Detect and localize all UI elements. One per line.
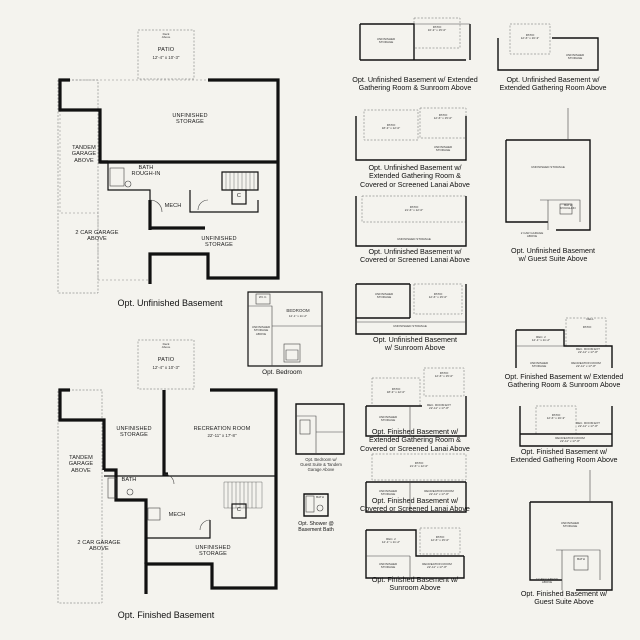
option-caption: Opt. Finished Basement w/ Sunroom Above (371, 575, 459, 593)
option-room-label: PATIO 16'-3" x 15'-0" (427, 25, 447, 33)
option-caption: Opt. Finished Basement w/ Extended Gathe… (510, 447, 618, 465)
option-caption: Opt. Finished Basement w/ Extended Gathe… (360, 427, 470, 453)
option-room-label: CELL (586, 317, 594, 321)
bedroom-storage-label: UNFINISHED STORAGE ABOVE (251, 325, 271, 336)
tandem-garage-outline (57, 79, 99, 294)
bedroom-label: BEDROOM (286, 308, 310, 313)
wic-label: W.I.C. (258, 295, 268, 299)
option-room-label: REC. 2 12'-1" x 11'-2" (531, 335, 551, 343)
bath-fixtures (109, 167, 125, 187)
option-room-label: PATIO 21'-6" x 12'-0" (404, 205, 424, 213)
option-room-label: UNFINISHED STORAGE (376, 37, 396, 45)
option-caption: Opt. Unfinished Basement w/ Guest Suite … (511, 246, 595, 264)
option-room-label: PATIO 12'-6" x 15'-0" (430, 535, 450, 543)
option-room-label: UNFINISHED STORAGE (378, 415, 398, 423)
option-room-label: RECREATION ROOM 22'-11" x 17'-8" (424, 489, 454, 497)
garage-label: 2 CAR GARAGE ABOVE (77, 540, 121, 553)
bath-rough-in-label: BATH ROUGH-IN (131, 165, 161, 178)
storage2-label: UNFINISHED STORAGE (195, 545, 231, 558)
option-caption: Opt. Unfinished Basement w/ Extended Gat… (499, 75, 607, 93)
bath-label: BATH (121, 477, 137, 483)
patio-cover-note: Deck Above (161, 32, 171, 40)
closet-box (231, 189, 247, 205)
mech-label: MECH (168, 512, 186, 518)
option-caption: Opt. Unfinished Basement w/ Extended Gat… (360, 163, 470, 189)
option-room-label: UNFINISHED STORAGE (529, 361, 549, 369)
option-room-label: RECREATION ROOM 22'-11" x 17'-8" (571, 361, 601, 369)
option-room-label: UNFINISHED STORAGE (378, 489, 398, 497)
option-room-label: UNFINISHED STORAGE (531, 165, 565, 169)
option-room-label: REC. ROOM EXT 22'-11" x 17'-8" (426, 403, 451, 411)
patio-dimensions: 12'-4" x 10'-3" (152, 55, 180, 60)
plan-finished-basement (57, 339, 278, 604)
options-col1-drawings (355, 17, 471, 579)
option-room-label: REC. ROOM EXT 22'-11" x 17'-8" (575, 347, 600, 355)
option-room-label: BATH (577, 557, 585, 561)
storage2-label: UNFINISHED STORAGE (201, 236, 237, 249)
caption-guest-suite-tandem: Opt. Bedroom w/ Guest Suite & Tandem Gar… (300, 457, 342, 472)
option-room-label: PATIO 18'-3" x 12'-0" (386, 387, 406, 395)
option-room-label: PATIO 12'-6" x 16'-3" (546, 413, 566, 421)
option-caption: Opt. Unfinished Basement w/ Covered or S… (360, 247, 470, 265)
caption-opt-shower: Opt. Shower @ Basement Bath (298, 521, 334, 533)
option-caption: Opt. Unfinished Basement w/ Extended Gat… (352, 75, 478, 93)
option-room-label: UNFINISHED STORAGE (433, 145, 453, 153)
option-room-label: PATIO 21'-6" x 12'-0" (409, 461, 429, 469)
wall-east-south (148, 78, 280, 284)
shower-bath-label: BATH (316, 495, 324, 499)
option-room-label: PATIO 12'-6" x 15'-0" (434, 371, 454, 379)
option-room-label: UNFINISHED STORAGE (565, 53, 585, 61)
caption-finished-basement: Opt. Finished Basement (117, 610, 215, 620)
option-room-label: UNFINISHED STORAGE (560, 521, 580, 529)
patio-dimensions: 12'-4" x 10'-3" (152, 365, 180, 370)
option-room-label: BATH ROUGH-IN (560, 203, 576, 211)
option-caption: Opt. Finished Basement w/ Guest Suite Ab… (520, 589, 608, 607)
option-room-label: UNFINISHED STORAGE (393, 324, 427, 328)
recreation-room-label: RECREATION ROOM (193, 426, 251, 432)
wall-interior-mech (148, 200, 205, 230)
recreation-room-dimensions: 22'-11" x 17'-8" (207, 433, 237, 438)
option-caption: Opt. Unfinished Basement w/ Sunroom Abov… (373, 335, 457, 353)
tandem-garage-label: TANDEM GARAGE ABOVE (68, 455, 94, 474)
options-col2-drawings (497, 23, 613, 591)
closet-label: C (236, 507, 242, 513)
patio-cover-note: Deck Above (161, 342, 171, 350)
option-room-label: RECREATION ROOM 22'-11" x 17'-8" (555, 436, 585, 444)
caption-unfinished-basement: Opt. Unfinished Basement (117, 298, 223, 308)
option-room-label: PATIO 12'-6" x 15'-0" (428, 292, 448, 300)
option-caption: Opt. Finished Basement w/ Covered or Scr… (360, 496, 470, 514)
stairs (225, 172, 255, 190)
plan-opt-shower (303, 493, 329, 517)
bedroom-dimensions: 12'-1" x 11'-2" (288, 314, 308, 318)
mech-label: MECH (164, 203, 182, 209)
option-room-label: 2 CAR GARAGE ABOVE (535, 577, 559, 585)
option-room-label: PATIO 18'-3" x 12'-0" (381, 123, 401, 131)
caption-opt-bedroom: Opt. Bedroom (262, 369, 302, 376)
patio-label: PATIO (157, 47, 175, 53)
option-room-label: RECREATION ROOM 22'-11" x 17'-8" (422, 562, 452, 570)
option-room-label: REC. 2 12'-1" x 11'-2" (381, 537, 401, 545)
option-room-label: UNFINISHED STORAGE (374, 292, 394, 300)
option-room-label: UNFINISHED STORAGE (397, 237, 431, 241)
garage-label: 2 CAR GARAGE ABOVE (75, 230, 119, 243)
tandem-garage-label: TANDEM GARAGE ABOVE (71, 145, 97, 164)
patio-label: PATIO (157, 357, 175, 363)
unfinished-storage-label: UNFINISHED STORAGE (172, 113, 208, 126)
patio-outline (137, 29, 195, 80)
plan-guest-suite-tandem (295, 403, 345, 455)
option-room-label: PATIO (582, 325, 592, 329)
plan-unfinished-basement (57, 29, 280, 294)
option-room-label: PATIO 12'-6" x 15'-0" (433, 113, 453, 121)
option-room-label: UNFINISHED STORAGE (378, 562, 398, 570)
closet-label: C (236, 193, 242, 199)
option-caption: Opt. Finished Basement w/ Extended Gathe… (504, 372, 624, 390)
option-room-label: PATIO 12'-6" x 16'-3" (520, 33, 540, 41)
option-room-label: 2 CAR GARAGE ABOVE (520, 231, 544, 239)
plan-opt-bedroom (247, 291, 323, 367)
unfinished-storage-label: UNFINISHED STORAGE (116, 426, 152, 439)
option-room-label: REC. ROOM EXT 22'-11" x 17'-8" (575, 421, 600, 429)
